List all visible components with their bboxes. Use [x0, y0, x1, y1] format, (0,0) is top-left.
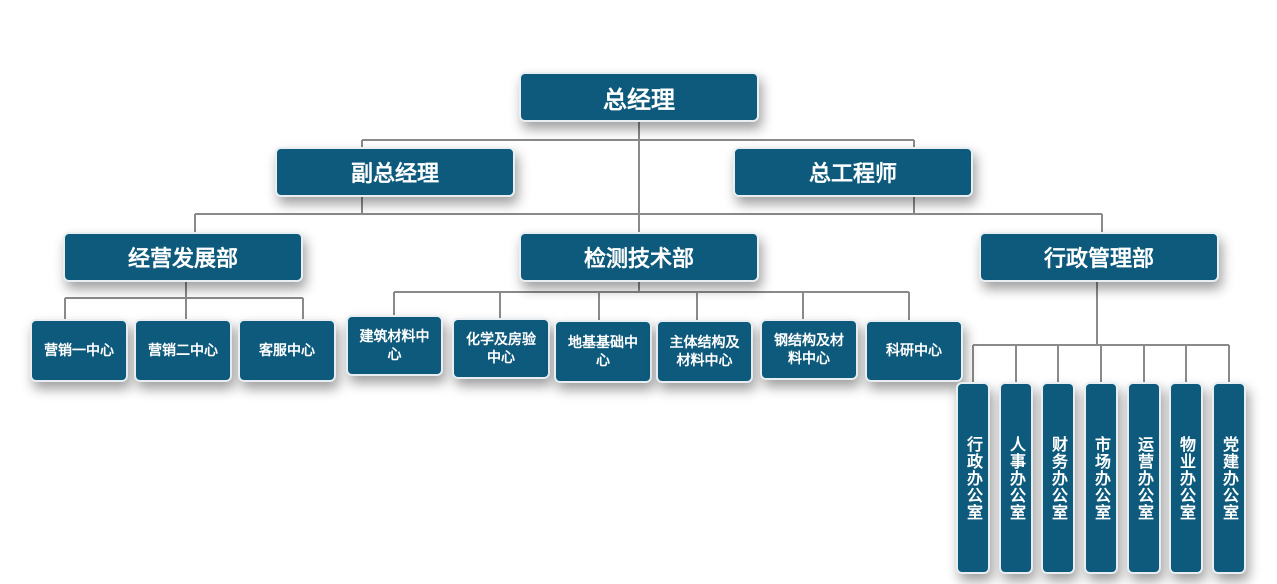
marketing-1-box: 营销一中心	[30, 319, 128, 382]
party-office-box: 党建办公室	[1212, 382, 1246, 574]
hr-office-box: 人事办公室	[999, 382, 1033, 574]
customer-service-box: 客服中心	[238, 319, 336, 382]
structure-materials-label: 主体结构及材料中心	[669, 334, 740, 369]
chemistry-label: 化学及房验中心	[466, 331, 536, 366]
marketing-1-label: 营销一中心	[44, 342, 114, 359]
operations-office-label: 运营办公室	[1135, 435, 1154, 521]
market-office-box: 市场办公室	[1084, 382, 1118, 574]
building-materials-box: 建筑材料中心	[346, 315, 443, 376]
research-label: 科研中心	[886, 343, 942, 359]
research-box: 科研中心	[865, 320, 963, 382]
marketing-2-label: 营销二中心	[148, 342, 218, 359]
foundation-box: 地基基础中心	[554, 320, 652, 383]
chemistry-box: 化学及房验中心	[452, 318, 550, 379]
admin-office-label: 行政办公室	[964, 435, 983, 521]
steel-structure-box: 钢结构及材料中心	[760, 319, 858, 380]
admin-mgmt-label: 行政管理部	[1043, 247, 1154, 272]
operations-office-box: 运营办公室	[1127, 382, 1161, 574]
testing-tech-label: 检测技术部	[583, 247, 694, 272]
chief-engineer-label: 总工程师	[808, 162, 897, 187]
finance-office-box: 财务办公室	[1041, 382, 1075, 574]
testing-tech-box: 检测技术部	[519, 232, 759, 282]
customer-service-label: 客服中心	[259, 342, 315, 359]
building-materials-label: 建筑材料中心	[359, 328, 430, 363]
general-manager-label: 总经理	[603, 85, 675, 114]
general-manager-box: 总经理	[519, 72, 759, 122]
party-office-label: 党建办公室	[1220, 435, 1239, 521]
admin-mgmt-box: 行政管理部	[979, 232, 1219, 282]
deputy-gm-box: 副总经理	[275, 147, 515, 197]
property-office-label: 物业办公室	[1177, 435, 1196, 521]
chief-engineer-box: 总工程师	[733, 147, 973, 197]
business-dev-box: 经营发展部	[63, 232, 303, 282]
foundation-label: 地基基础中心	[568, 334, 638, 369]
hr-office-label: 人事办公室	[1007, 435, 1026, 521]
structure-materials-box: 主体结构及材料中心	[656, 320, 753, 383]
steel-structure-label: 钢结构及材料中心	[774, 332, 844, 367]
deputy-gm-label: 副总经理	[350, 162, 439, 187]
market-office-label: 市场办公室	[1092, 435, 1111, 521]
admin-office-box: 行政办公室	[956, 382, 990, 574]
business-dev-label: 经营发展部	[127, 247, 238, 272]
finance-office-label: 财务办公室	[1049, 435, 1068, 521]
marketing-2-box: 营销二中心	[134, 319, 232, 382]
property-office-box: 物业办公室	[1169, 382, 1203, 574]
